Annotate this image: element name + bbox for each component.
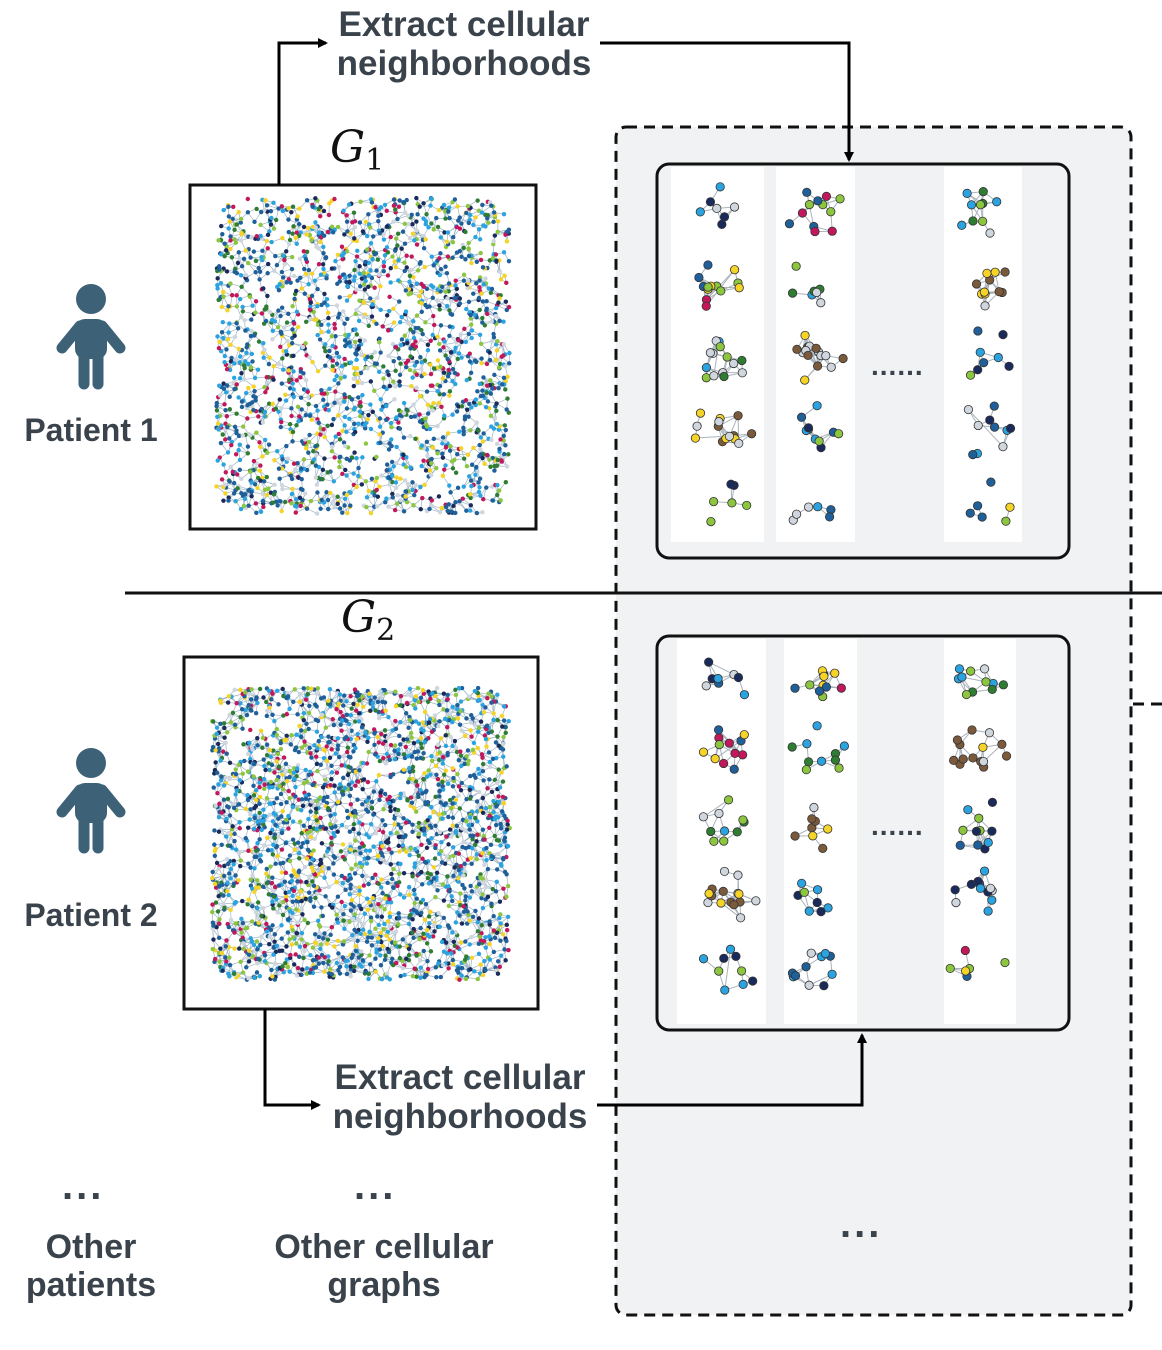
neighborhood-graph — [953, 664, 1009, 700]
graph-name-g2: G2 — [341, 592, 395, 648]
neighborhood-graph — [971, 267, 1010, 311]
other-patients-label: Other patients — [0, 1228, 182, 1304]
neighborhood-graph — [790, 666, 846, 702]
extract-step-label-top-line-1: Extract cellular — [338, 5, 590, 44]
neighborhood-graphs-2 — [698, 657, 1012, 995]
neighborhood-graph — [793, 878, 833, 917]
neighborhood-graph — [690, 408, 757, 449]
neighborhood-graph — [695, 182, 740, 229]
column-ellipsis-2: ...... — [871, 810, 924, 841]
neighborhood-graph — [701, 336, 747, 383]
graph1-nodes — [214, 195, 512, 516]
person-icon-patient-1 — [56, 284, 126, 390]
other-graphs-ellipsis: ... — [354, 1164, 397, 1208]
graph2-nodes — [210, 685, 512, 982]
neighborhood-graph — [790, 802, 833, 853]
extract-arrow-top-in — [277, 38, 328, 185]
cellular-graph-1 — [214, 195, 512, 516]
column-ellipsis-1: ...... — [871, 350, 924, 381]
graph-subscript-g2: 2 — [376, 613, 396, 648]
other-patients-label-line-2: patients — [25, 1266, 157, 1305]
extract-step-label-bottom: Extract cellular neighborhoods — [322, 1058, 598, 1136]
other-patients-ellipsis: ... — [62, 1164, 105, 1208]
neighborhood-graph — [957, 187, 1002, 238]
graph-symbol-g2: G — [341, 592, 377, 643]
graph-symbol-g1: G — [330, 122, 366, 173]
extract-arrow-bottom-out — [597, 1033, 867, 1107]
neighborhood-graph — [787, 261, 826, 308]
neighborhood-graph — [965, 326, 1014, 380]
neighborhood-graph — [706, 479, 752, 527]
neighborhood-graph — [945, 945, 1010, 981]
extract-step-label-bottom-line-1: Extract cellular — [334, 1058, 586, 1097]
neighborhood-graph — [694, 260, 744, 311]
neighborhood-graph — [955, 797, 998, 854]
patient-label-1: Patient 1 — [24, 412, 158, 448]
extract-step-label-top: Extract cellular neighborhoods — [326, 5, 602, 83]
neighborhood-graph — [698, 725, 749, 774]
extract-step-label-top-line-2: neighborhoods — [336, 44, 592, 84]
extract-arrow-bottom-in — [263, 1009, 321, 1110]
neighborhood-graph — [698, 795, 749, 846]
neighborhood-graph — [792, 330, 848, 385]
neighborhood-graph — [701, 657, 750, 700]
neighborhood-graph — [787, 721, 849, 775]
extract-arrow-top-out — [600, 41, 854, 162]
neighborhood-graph — [788, 502, 836, 525]
other-patients-label-line-1: Other — [45, 1228, 137, 1266]
neighborhood-graph — [949, 725, 1012, 772]
other-graphs-label-line-1: Other cellular — [274, 1228, 494, 1266]
patient-label-2: Patient 2 — [24, 897, 158, 933]
neighborhood-graph — [698, 944, 758, 995]
other-graphs-label: Other cellular graphs — [246, 1228, 522, 1304]
neighborhood-graph — [703, 866, 761, 923]
more-neighborhoods-ellipsis: ... — [840, 1202, 883, 1246]
neighborhood-graph — [796, 401, 844, 453]
cellular-graph-2 — [210, 685, 512, 982]
neighborhood-graph — [950, 866, 997, 916]
person-icon-patient-2 — [56, 748, 126, 854]
extract-step-label-bottom-line-2: neighborhoods — [332, 1097, 588, 1137]
neighborhood-graph — [963, 401, 1016, 460]
neighborhood-graph — [784, 187, 845, 237]
neighborhood-graph — [965, 477, 1015, 526]
other-graphs-label-line-2: graphs — [327, 1266, 441, 1305]
graph-subscript-g1: 1 — [365, 143, 385, 178]
graph-name-g1: G1 — [330, 122, 384, 178]
neighborhood-graphs-1 — [690, 182, 1016, 527]
neighborhood-graph — [787, 948, 837, 991]
